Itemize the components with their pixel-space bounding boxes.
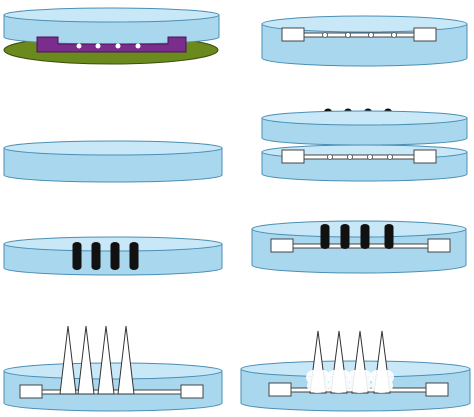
step-needles-disc — [3, 325, 223, 412]
step-pillars-channel-disc — [251, 220, 467, 274]
mold-bubble — [115, 43, 121, 49]
dissolution-cloud — [327, 370, 351, 393]
needle-cone — [97, 325, 115, 395]
pillar — [72, 242, 82, 270]
channel-node — [322, 32, 328, 38]
step-plain-disc — [3, 140, 223, 183]
channel-reservoir-right — [180, 384, 204, 399]
disc-top — [261, 110, 468, 126]
needle-cone — [59, 325, 77, 395]
channel-node — [327, 154, 333, 160]
pillar — [340, 224, 350, 249]
channel-reservoir-left — [281, 149, 305, 164]
pillar — [110, 242, 120, 270]
step-mold-casting — [3, 7, 220, 65]
channel-reservoir-left — [19, 384, 43, 399]
mold-bubble — [76, 43, 82, 49]
pillar — [384, 224, 394, 249]
mold-bubble — [95, 43, 101, 49]
pillar — [91, 242, 101, 270]
disc-top — [3, 7, 220, 23]
step-needles-dissolving-disc — [240, 330, 471, 412]
disc-top — [251, 220, 467, 238]
channel-node — [387, 154, 393, 160]
mold-well — [36, 36, 187, 53]
step-dot-row-and-channel-disc — [261, 108, 468, 182]
channel-node — [391, 32, 397, 38]
channel-reservoir-right — [413, 149, 437, 164]
pillar — [129, 242, 139, 270]
needle-cone — [117, 325, 135, 395]
disc-body — [251, 228, 467, 274]
channel-reservoir-right — [427, 238, 451, 253]
pillar — [360, 224, 370, 249]
channel-node — [345, 32, 351, 38]
channel-node — [367, 154, 373, 160]
dissolution-cloud — [348, 370, 372, 393]
needle-cone — [77, 325, 95, 395]
channel-reservoir-left — [281, 27, 305, 42]
step-channel-disc — [261, 15, 468, 67]
channel-reservoir-right — [413, 27, 437, 42]
disc-body — [3, 147, 223, 183]
channel-reservoir-left — [270, 238, 294, 253]
channel-reservoir-right — [425, 382, 449, 397]
dissolution-cloud — [370, 370, 394, 393]
channel-node — [368, 32, 374, 38]
channel-node — [347, 154, 353, 160]
dissolution-cloud — [306, 370, 330, 393]
disc-top — [3, 140, 223, 156]
channel-line — [301, 32, 417, 38]
step-pillars-disc — [3, 236, 223, 276]
pillar — [320, 224, 330, 249]
channel-line — [301, 154, 417, 160]
mold-bubble — [135, 43, 141, 49]
disc-top — [3, 362, 223, 380]
channel-reservoir-left — [268, 382, 292, 397]
